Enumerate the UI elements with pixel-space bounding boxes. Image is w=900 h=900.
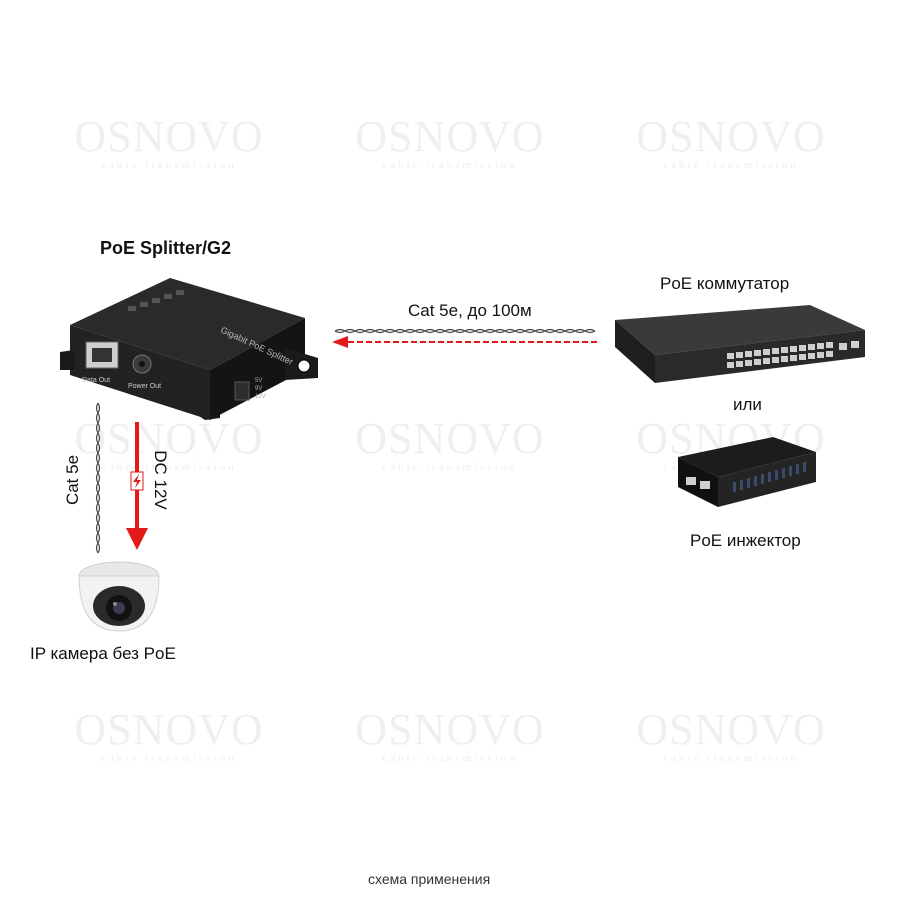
cat5e-cable-horizontal — [332, 328, 598, 348]
ip-camera-icon — [78, 561, 160, 632]
poe-splitter-device: Gigabit PoE Splitter Data Out Power Out … — [60, 278, 318, 420]
dc-voltage-label: DC 12V — [150, 450, 170, 510]
power-out-label: Power Out — [128, 383, 161, 390]
cable-length-label: Cat 5e, до 100м — [408, 301, 532, 320]
voltage-label-5v: 5V — [255, 378, 262, 384]
dc-power-arrow — [126, 422, 148, 550]
data-out-label: Data Out — [82, 377, 110, 384]
voltage-label-12v: 12V — [255, 394, 266, 400]
or-label: или — [733, 395, 762, 414]
diagram-caption: схема применения — [368, 871, 491, 887]
injector-label: PoE инжектор — [690, 531, 801, 550]
poe-injector-device — [678, 437, 816, 507]
switch-label: PoE коммутатор — [660, 274, 790, 293]
cat5e-vertical-label: Cat 5e — [63, 454, 83, 506]
camera-label: IP камера без PoE — [30, 644, 176, 663]
voltage-label-9v: 9V — [255, 386, 262, 392]
cat5e-cable-vertical — [95, 402, 101, 554]
lightning-icon — [133, 474, 141, 488]
poe-switch-device — [615, 305, 865, 383]
splitter-title: PoE Splitter/G2 — [100, 238, 232, 258]
